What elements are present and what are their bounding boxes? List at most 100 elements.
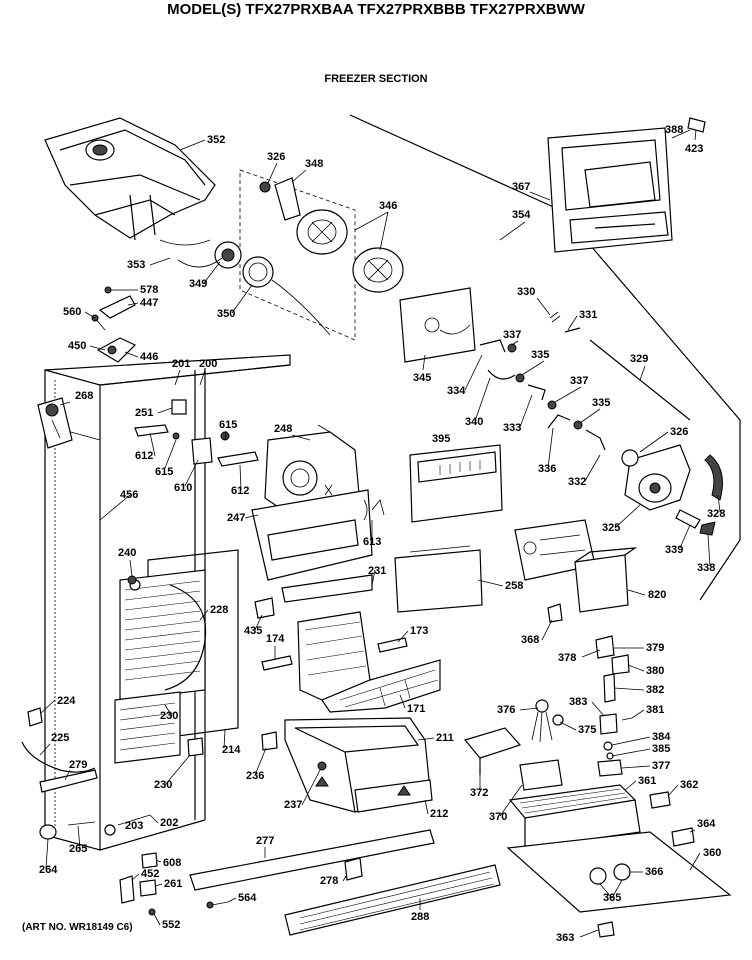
section-title: FREEZER SECTION [324, 73, 427, 85]
callout-820: 820 [648, 589, 666, 601]
small-parts-center [134, 399, 259, 467]
callout-334: 334 [447, 385, 466, 397]
callout-335-top: 335 [531, 349, 549, 361]
callout-231: 231 [368, 565, 386, 577]
callout-337-top: 337 [503, 329, 521, 341]
callout-361: 361 [638, 775, 656, 787]
ice-bin-211 [284, 717, 433, 813]
callout-236: 236 [246, 770, 264, 782]
wire-harness [531, 699, 564, 743]
callout-612-right: 612 [231, 485, 249, 497]
callout-452: 452 [141, 868, 159, 880]
icemaker-820 [394, 519, 638, 623]
callout-360: 360 [703, 847, 721, 859]
callout-173: 173 [410, 625, 428, 637]
wire-basket-171 [297, 611, 441, 713]
callout-331: 331 [579, 309, 597, 321]
auger-assembly [177, 169, 404, 341]
callout-379: 379 [646, 642, 664, 654]
callout-237: 237 [284, 799, 302, 811]
callout-560: 560 [63, 306, 81, 318]
callout-labels: 352 326 348 346 388 423 367 354 353 349 … [39, 124, 725, 944]
callout-378: 378 [558, 652, 576, 664]
callout-214: 214 [222, 744, 241, 756]
callout-353: 353 [127, 259, 145, 271]
callout-367: 367 [512, 181, 530, 193]
callout-338: 338 [697, 562, 715, 574]
small-parts-mid [127, 575, 408, 671]
callout-211: 211 [436, 732, 454, 744]
callout-224: 224 [57, 695, 76, 707]
callout-383: 383 [569, 696, 587, 708]
callout-228: 228 [210, 604, 228, 616]
callout-612-left: 612 [135, 450, 153, 462]
compressor-plate-361 [506, 784, 732, 938]
callout-564: 564 [238, 892, 257, 904]
left-lower-parts [21, 707, 278, 840]
callout-423: 423 [685, 143, 703, 155]
callout-450: 450 [68, 340, 86, 352]
callout-230-bottom: 230 [154, 779, 172, 791]
callout-346: 346 [379, 200, 397, 212]
valve-parts [595, 635, 633, 777]
callout-212: 212 [430, 808, 448, 820]
callout-395: 395 [432, 433, 450, 445]
callout-345: 345 [413, 372, 431, 384]
callout-326-right: 326 [670, 426, 688, 438]
callout-248: 248 [274, 423, 292, 435]
callout-456: 456 [120, 489, 138, 501]
callout-335-mid: 335 [592, 397, 610, 409]
cover-372 [463, 727, 563, 791]
callout-251: 251 [135, 407, 153, 419]
callout-336: 336 [538, 463, 556, 475]
callout-362: 362 [680, 779, 698, 791]
callout-370: 370 [489, 811, 507, 823]
callout-330: 330 [517, 286, 535, 298]
callout-364: 364 [697, 818, 716, 830]
callout-368: 368 [521, 634, 539, 646]
callout-225: 225 [51, 732, 69, 744]
callout-203: 203 [125, 820, 143, 832]
linkage-parts [399, 287, 691, 451]
callout-381: 381 [646, 704, 664, 716]
callout-329: 329 [630, 353, 648, 365]
fan-housing-247 [251, 424, 385, 603]
model-title: MODEL(S) TFX27PRXBAA TFX27PRXBBB TFX27PR… [167, 1, 586, 18]
callout-340: 340 [465, 416, 483, 428]
callout-279: 279 [69, 759, 87, 771]
callout-384: 384 [652, 731, 671, 743]
callout-613: 613 [363, 536, 381, 548]
callout-348: 348 [305, 158, 323, 170]
callout-377: 377 [652, 760, 670, 772]
callout-578: 578 [140, 284, 158, 296]
callout-230-top: 230 [160, 710, 178, 722]
callout-375: 375 [578, 724, 596, 736]
callout-363: 363 [556, 932, 574, 944]
callout-447: 447 [140, 297, 158, 309]
callout-278: 278 [320, 875, 338, 887]
callout-268: 268 [75, 390, 93, 402]
callout-240: 240 [118, 547, 136, 559]
evaporator-228 [114, 549, 239, 764]
callout-258: 258 [505, 580, 523, 592]
bottom-parts [119, 829, 501, 936]
callout-247: 247 [227, 512, 245, 524]
callout-385: 385 [652, 743, 670, 755]
callout-435: 435 [244, 625, 262, 637]
callout-376: 376 [497, 704, 515, 716]
callout-171: 171 [407, 703, 425, 715]
callout-350: 350 [217, 308, 235, 320]
callout-277: 277 [256, 835, 274, 847]
callout-388-top: 388 [665, 124, 683, 136]
callout-354: 354 [512, 209, 531, 221]
art-number: (ART NO. WR18149 C6) [22, 922, 133, 933]
small-brackets-left [91, 286, 137, 363]
leader-lines [39, 129, 721, 938]
part-268 [37, 397, 73, 449]
callout-608: 608 [163, 857, 181, 869]
callout-261: 261 [164, 878, 182, 890]
callout-339: 339 [665, 544, 683, 556]
enclosure-outline [349, 114, 741, 601]
control-board-395 [409, 444, 503, 523]
